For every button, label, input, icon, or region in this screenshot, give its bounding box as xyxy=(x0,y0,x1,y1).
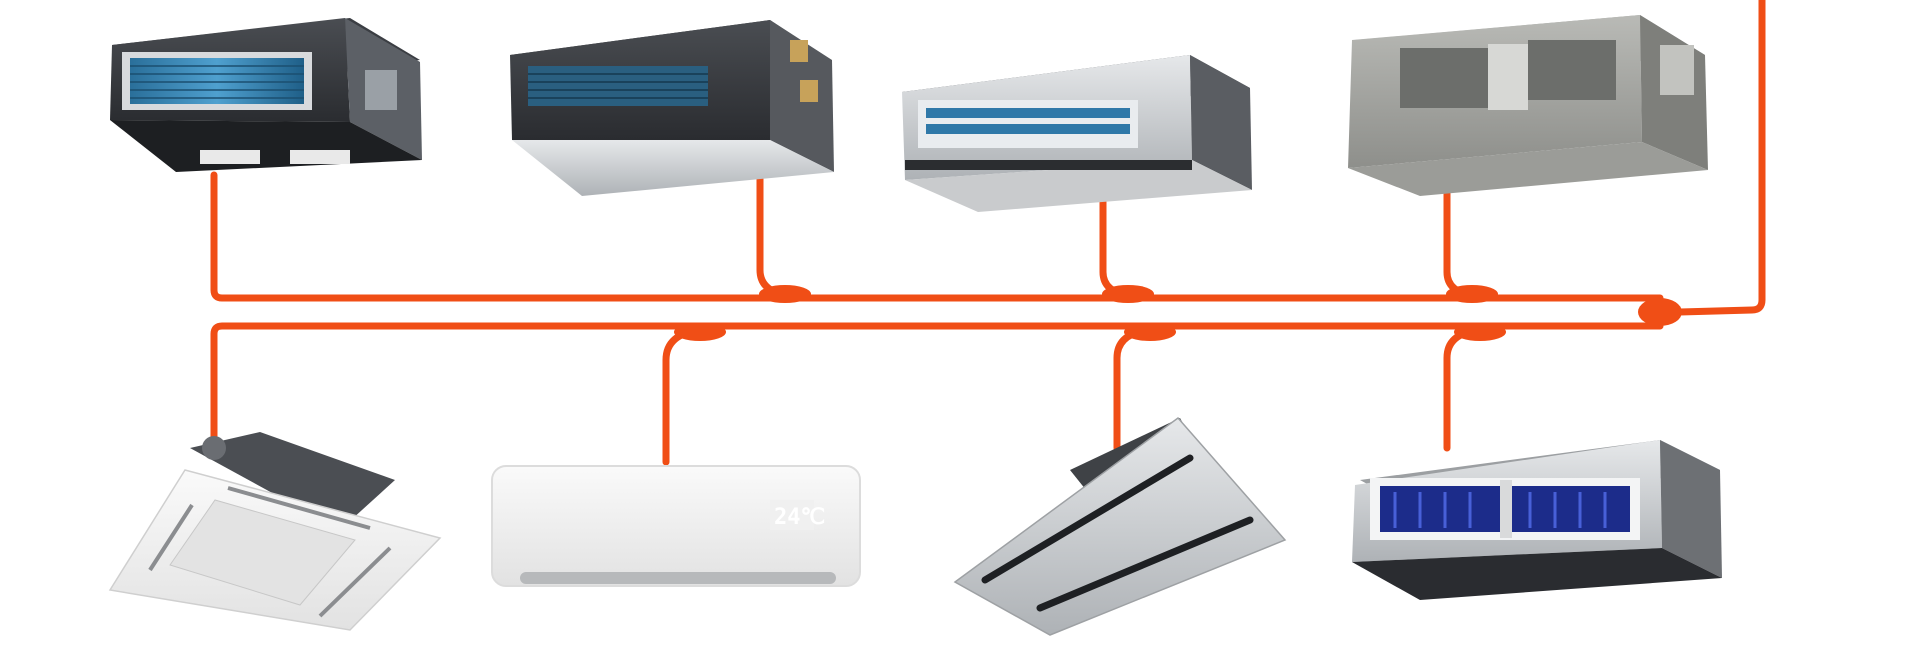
ducted-unit-blue-coil xyxy=(110,18,422,172)
temperature-display-text: 24℃ xyxy=(774,505,825,530)
coil-icon xyxy=(130,58,304,104)
unit-side-face xyxy=(1190,55,1252,190)
branch-joint xyxy=(1102,285,1154,303)
fan-opening xyxy=(1528,40,1616,100)
pipe-drop-lower-2 xyxy=(662,326,704,466)
branch-joint xyxy=(759,285,811,303)
upper-header-pipe xyxy=(210,171,1664,302)
coil-icon xyxy=(926,124,1130,134)
pipe-connector-icon xyxy=(790,40,808,62)
pipe-drop-lower-3 xyxy=(1113,326,1152,452)
unit-bottom-face xyxy=(905,160,1252,212)
ducted-unit-open xyxy=(1352,440,1722,600)
cassette-panel xyxy=(953,416,1287,636)
split-body xyxy=(491,465,861,587)
frame-band xyxy=(905,160,1192,170)
control-box-icon xyxy=(1660,45,1694,95)
pipe-drop-upper-4 xyxy=(1443,188,1478,300)
main-riser-pipe xyxy=(1676,0,1766,316)
outlet-grille xyxy=(290,150,350,164)
pipe-connector-icon xyxy=(800,80,818,102)
fan-blades xyxy=(1393,492,1607,528)
temperature-display xyxy=(770,500,814,530)
cassette-grille xyxy=(169,499,356,606)
unit-bottom-face xyxy=(512,140,834,196)
cassette-vanes xyxy=(981,454,1254,612)
branch-joint xyxy=(1124,323,1176,341)
pipe-drop-upper-3 xyxy=(1099,191,1134,300)
pipe-drop-upper-2 xyxy=(756,174,794,300)
split-vent xyxy=(520,572,836,584)
unit-side-face xyxy=(1660,440,1722,578)
pipe-drop-lower-4 xyxy=(1443,326,1482,452)
refrigerant-piping xyxy=(210,0,1766,466)
ceiling-two-way-cassette xyxy=(953,416,1287,636)
control-box-icon xyxy=(365,70,397,110)
wall-mounted-split: 24℃ xyxy=(491,465,861,587)
fan-divider xyxy=(1500,480,1512,538)
cassette-vanes xyxy=(148,486,392,618)
branch-joint xyxy=(1638,298,1682,326)
branch-joint xyxy=(1446,285,1498,303)
lower-header-pipe xyxy=(210,322,1664,444)
fan-opening xyxy=(1400,48,1488,108)
unit-bottom-face xyxy=(1348,142,1708,196)
cassette-body xyxy=(190,432,395,530)
pipe-connector-icon xyxy=(202,436,226,460)
ducted-unit-high-static xyxy=(1348,15,1708,196)
branch-joints xyxy=(674,285,1682,341)
ceiling-cassette xyxy=(108,432,442,631)
motor-icon xyxy=(1488,44,1528,110)
ducted-unit-dark-grille xyxy=(510,20,834,196)
ducted-unit-slim xyxy=(902,55,1252,212)
coil-icon xyxy=(528,66,708,106)
branch-joint xyxy=(1454,323,1506,341)
coil-fins xyxy=(528,73,708,99)
branch-joint xyxy=(674,323,726,341)
unit-bottom-face xyxy=(1352,548,1722,600)
outlet-grille xyxy=(200,150,260,164)
coil-icon xyxy=(926,108,1130,118)
coil-fins xyxy=(130,65,304,99)
